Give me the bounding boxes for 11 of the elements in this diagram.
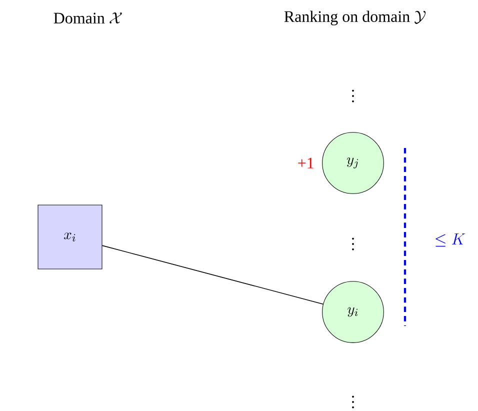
vertical-ellipsis: $\vdots$: [352, 90, 354, 102]
side-label: +1: [298, 158, 314, 168]
bound-label: $\leq K$: [436, 233, 466, 247]
circle-node: $y_j$: [322, 132, 384, 194]
connector-line: [102, 245, 324, 304]
heading: $\text{Ranking on domain } \mathcal{Y}$: [284, 10, 426, 26]
vertical-ellipsis: $\vdots$: [352, 396, 354, 408]
square-node: $x_i$: [38, 204, 102, 270]
circle-node: $y_i$: [322, 281, 384, 343]
heading: $\text{Domain } \mathcal{X}$: [54, 12, 122, 24]
vertical-ellipsis: $\vdots$: [352, 238, 354, 250]
